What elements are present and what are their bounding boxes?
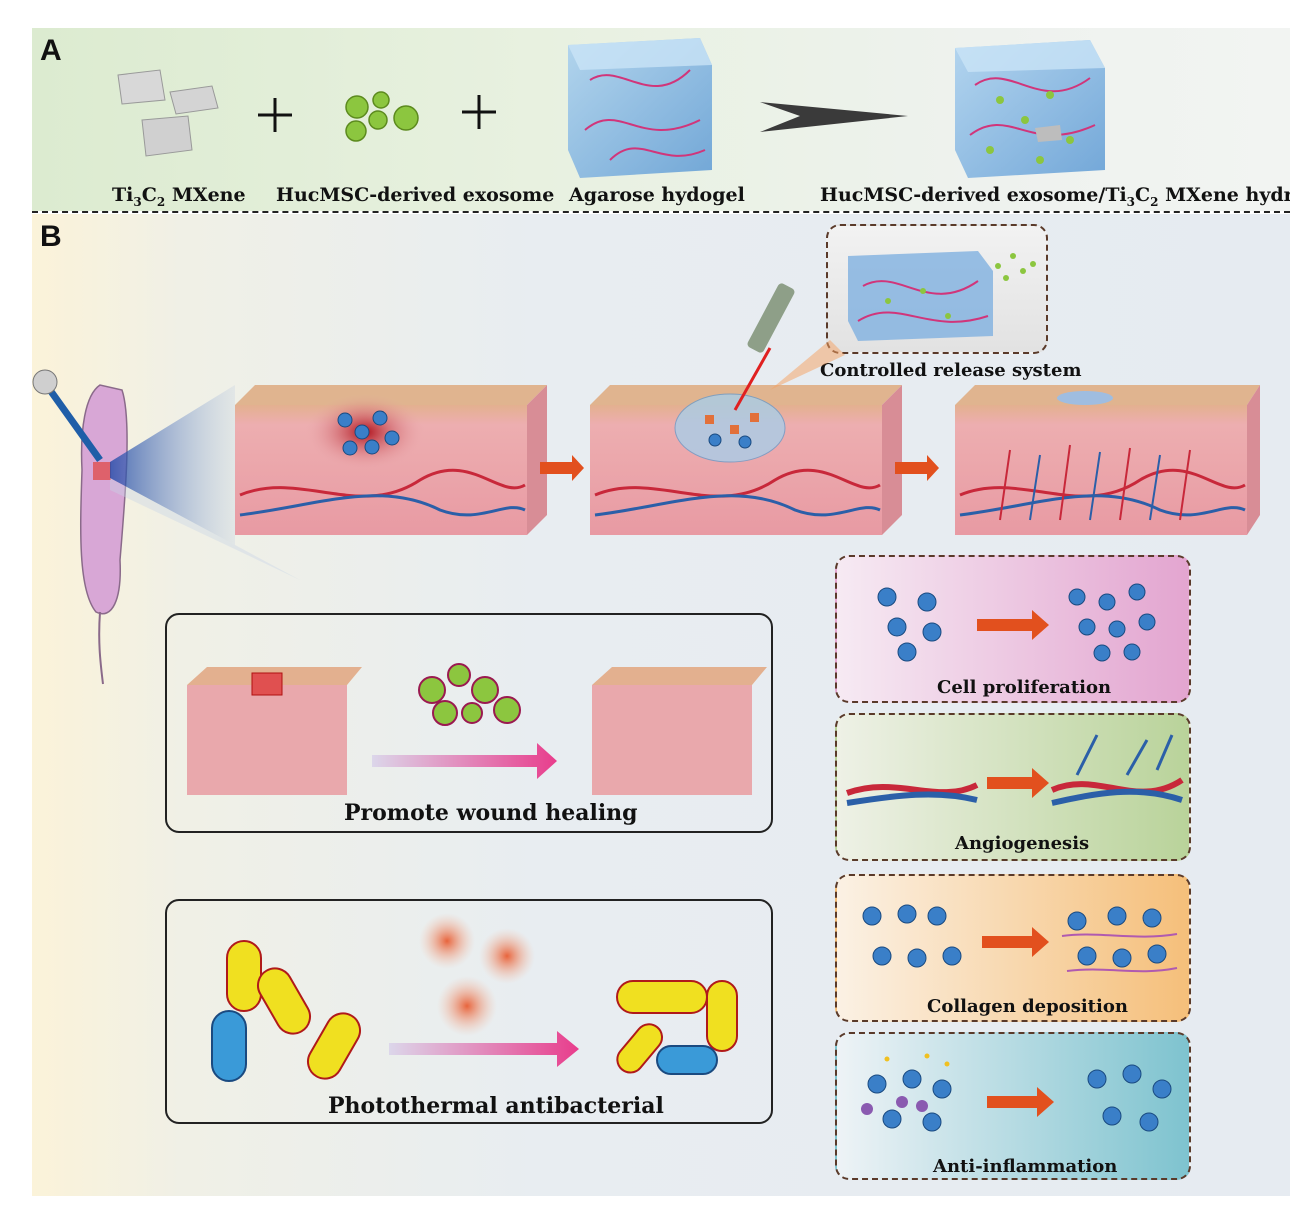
effect-arrow-icon xyxy=(987,768,1049,798)
anti-inflammation-label: Anti-inflammation xyxy=(933,1156,1118,1177)
section-divider xyxy=(32,211,1290,213)
panel-b-letter: B xyxy=(40,220,62,253)
cell-proliferation-illustration xyxy=(877,583,1156,662)
wound-healing-illustration xyxy=(187,663,767,795)
hydrogel-label: Agarose hydogel xyxy=(569,184,745,206)
skin-wound-icon xyxy=(187,667,362,795)
anti-inflammation-illustration xyxy=(861,1053,1172,1132)
plus-icon xyxy=(258,98,292,132)
skin-healed-icon xyxy=(592,667,767,795)
collagen-deposition-box: Collagen deposition xyxy=(835,874,1191,1022)
effect-arrow-icon xyxy=(977,610,1049,640)
photothermal-illustration xyxy=(211,913,738,1082)
anti-inflammation-box: Anti-inflammation xyxy=(835,1032,1191,1180)
antibacterial-arrow-icon xyxy=(389,1031,579,1067)
angiogenesis-box: Angiogenesis xyxy=(835,713,1191,861)
panel-a-graphics xyxy=(117,38,1105,178)
cell-proliferation-label: Cell proliferation xyxy=(937,677,1112,698)
skin-block-treated xyxy=(590,385,902,535)
exosome-label: HucMSC-derived exosome xyxy=(276,184,555,206)
hydrogel-cube-icon xyxy=(568,38,712,178)
photothermal-label: Photothermal antibacterial xyxy=(328,1093,664,1119)
plus-icon xyxy=(462,95,496,129)
photothermal-box xyxy=(165,899,773,1124)
wound-healing-label: Promote wound healing xyxy=(344,800,638,826)
controlled-release-box xyxy=(826,224,1048,354)
progress-arrow-icon xyxy=(895,455,939,481)
mouse-icon xyxy=(79,384,128,685)
bacteria-icon xyxy=(211,940,361,1082)
skin-block-wound xyxy=(235,385,547,535)
composite-hydrogel-label: HucMSC-derived exosome/Ti3C2 MXene hydro… xyxy=(820,184,1290,209)
damaged-bacteria-icon xyxy=(616,980,738,1075)
effect-arrow-icon xyxy=(982,927,1049,957)
controlled-release-label: Controlled release system xyxy=(820,360,1082,381)
angiogenesis-label: Angiogenesis xyxy=(955,833,1090,854)
effect-arrow-icon xyxy=(987,1087,1054,1117)
progress-arrow-icon xyxy=(540,455,584,481)
controlled-release-hydrogel-icon xyxy=(848,251,1036,341)
exosome-icon xyxy=(345,91,419,142)
angiogenesis-illustration xyxy=(845,734,1184,806)
laser-icon xyxy=(733,283,845,411)
healing-arrow-icon xyxy=(372,743,557,779)
composite-hydrogel-icon xyxy=(955,40,1105,178)
process-arrow-icon xyxy=(760,102,908,132)
mxene-label: Ti3C2 MXene xyxy=(112,184,246,209)
exosome-cluster-icon xyxy=(418,663,521,726)
collagen-deposition-label: Collagen deposition xyxy=(927,996,1128,1017)
swab-icon xyxy=(32,369,103,463)
heated-mxene-icon xyxy=(419,913,535,1036)
mxene-sheet-icon xyxy=(117,69,219,157)
zoom-beam xyxy=(110,385,235,545)
wound-healing-box xyxy=(165,613,773,833)
skin-block-healed xyxy=(955,385,1260,535)
collagen-deposition-illustration xyxy=(862,904,1178,973)
panel-a-letter: A xyxy=(40,34,62,67)
cell-proliferation-box: Cell proliferation xyxy=(835,555,1191,703)
